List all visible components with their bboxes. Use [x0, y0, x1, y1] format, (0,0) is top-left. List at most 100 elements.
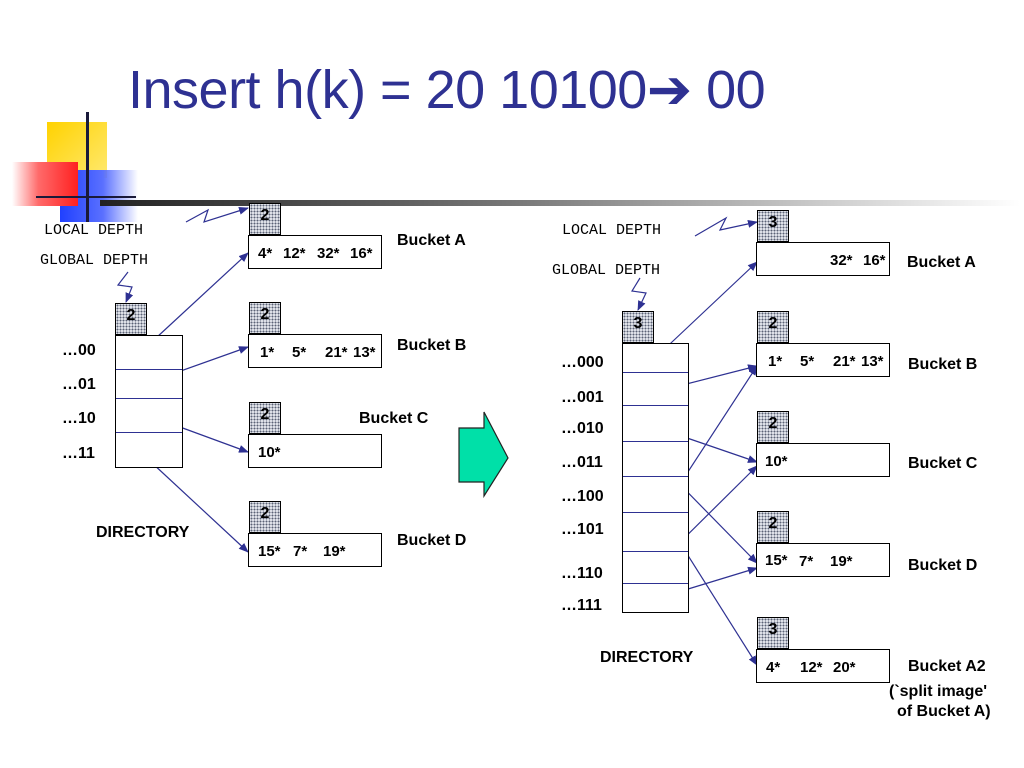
- pointer-left-00: [142, 252, 249, 351]
- title-underline: [100, 200, 1020, 206]
- bucket-entry: 21*: [325, 344, 348, 361]
- bucket-entry: 5*: [800, 353, 815, 370]
- directory-separator: [623, 583, 688, 584]
- bucket-entry: 15*: [765, 552, 788, 569]
- bucket-left-c: 10*: [248, 434, 382, 468]
- local-depth-box-right-d: 2: [757, 511, 789, 543]
- bucket-right-a: 32* 16*: [756, 242, 890, 276]
- directory-entry-left-11: …11: [62, 445, 95, 462]
- bucket-label-left-b: Bucket B: [397, 337, 467, 354]
- local-depth-box-left-d: 2: [249, 501, 281, 533]
- local-depth-label-right: LOCAL DEPTH: [562, 222, 662, 239]
- slide-title: Insert h(k) = 20 10100➔ 00: [128, 60, 766, 120]
- transition-arrow: [458, 411, 509, 499]
- pointer-right-000: [654, 261, 758, 359]
- global-depth-box-left: 2: [115, 303, 147, 335]
- directory-separator: [623, 405, 688, 406]
- bucket-entry: 13*: [861, 353, 884, 370]
- bucket-label-right-b: Bucket B: [908, 356, 978, 373]
- bucket-entry: 5*: [292, 344, 307, 361]
- directory-separator: [623, 512, 688, 513]
- local-depth-box-left-b: 2: [249, 302, 281, 334]
- global-depth-box-right: 3: [622, 311, 654, 343]
- bucket-label-left-a: Bucket A: [397, 232, 466, 249]
- directory-entry-right-000: …000: [561, 354, 604, 371]
- bucket-entry: 19*: [830, 553, 853, 570]
- logo-vertical-bar: [86, 112, 89, 222]
- directory-entry-right-110: …110: [561, 565, 603, 582]
- directory-entry-left-01: …01: [62, 376, 96, 393]
- bucket-right-a2: 4* 12* 20*: [756, 649, 890, 683]
- directory-separator: [116, 432, 182, 433]
- bucket-entry: 21*: [833, 353, 856, 370]
- bucket-right-b: 1* 5* 21* 13*: [756, 343, 890, 377]
- local-depth-box-right-a: 3: [757, 210, 789, 242]
- bucket-right-d: 15* 7* 19*: [756, 543, 890, 577]
- bucket-entry: 1*: [260, 344, 275, 361]
- local-depth-box-left-a: 2: [249, 203, 281, 235]
- bucket-entry: 7*: [293, 543, 308, 560]
- bucket-entry: 16*: [863, 252, 886, 269]
- bucket-entry: 1*: [768, 353, 783, 370]
- bucket-entry: 16*: [350, 245, 373, 262]
- bucket-entry: 4*: [258, 245, 273, 262]
- bucket-right-c: 10*: [756, 443, 890, 477]
- bucket-left-d: 15* 7* 19*: [248, 533, 382, 567]
- bucket-entry: 32*: [830, 252, 853, 269]
- directory-label-right: DIRECTORY: [600, 649, 694, 666]
- bucket-left-a: 4* 12* 32* 16*: [248, 235, 382, 269]
- split-image-note-line2: of Bucket A): [897, 703, 991, 720]
- bucket-label-right-a2: Bucket A2: [908, 658, 986, 675]
- directory-entry-right-010: …010: [561, 420, 604, 437]
- directory-separator: [623, 441, 688, 442]
- directory-entry-right-100: …100: [561, 488, 604, 505]
- directory-separator: [116, 398, 182, 399]
- bucket-label-left-c: Bucket C: [359, 410, 429, 427]
- bucket-entry: 12*: [283, 245, 306, 262]
- global-depth-label-right: GLOBAL DEPTH: [552, 262, 661, 279]
- directory-label-left: DIRECTORY: [96, 524, 190, 541]
- local-depth-box-right-b: 2: [757, 311, 789, 343]
- bucket-entry: 4*: [766, 659, 781, 676]
- bucket-entry: 15*: [258, 543, 281, 560]
- local-depth-label-left: LOCAL DEPTH: [44, 222, 144, 239]
- directory-separator: [623, 372, 688, 373]
- split-image-note-line1: (`split image': [889, 683, 988, 700]
- bucket-left-b: 1* 5* 21* 13*: [248, 334, 382, 368]
- directory-separator: [116, 369, 182, 370]
- directory-entry-left-10: …10: [62, 410, 96, 427]
- directory-entry-right-011: …011: [561, 454, 603, 471]
- directory-separator: [623, 476, 688, 477]
- directory-entry-left-00: …00: [62, 342, 96, 359]
- bucket-label-right-d: Bucket D: [908, 557, 978, 574]
- global-depth-callout-right: [631, 277, 647, 311]
- bucket-entry: 13*: [353, 344, 376, 361]
- directory-separator: [623, 551, 688, 552]
- global-depth-label-left: GLOBAL DEPTH: [40, 252, 149, 269]
- local-depth-callout-left: [185, 206, 249, 223]
- logo-horizontal-bar: [36, 196, 136, 198]
- directory-entry-right-101: …101: [561, 521, 604, 538]
- bucket-label-left-d: Bucket D: [397, 532, 467, 549]
- local-depth-box-right-a2: 3: [757, 617, 789, 649]
- bucket-entry: 7*: [799, 553, 814, 570]
- logo-red-square: [12, 162, 78, 206]
- directory-right: [622, 343, 689, 613]
- global-depth-callout-left: [116, 271, 134, 303]
- bucket-entry: 12*: [800, 659, 823, 676]
- directory-left: [115, 335, 183, 468]
- directory-entry-right-001: …001: [561, 389, 604, 406]
- bucket-label-right-a: Bucket A: [907, 254, 976, 271]
- bucket-entry: 19*: [323, 543, 346, 560]
- local-depth-box-left-c: 2: [249, 402, 281, 434]
- bucket-label-right-c: Bucket C: [908, 455, 978, 472]
- bucket-entry: 10*: [765, 453, 788, 470]
- local-depth-box-right-c: 2: [757, 411, 789, 443]
- bucket-entry: 10*: [258, 444, 281, 461]
- local-depth-callout-right: [694, 216, 758, 237]
- bucket-entry: 20*: [833, 659, 856, 676]
- bucket-entry: 32*: [317, 245, 340, 262]
- pointer-left-11: [150, 461, 249, 553]
